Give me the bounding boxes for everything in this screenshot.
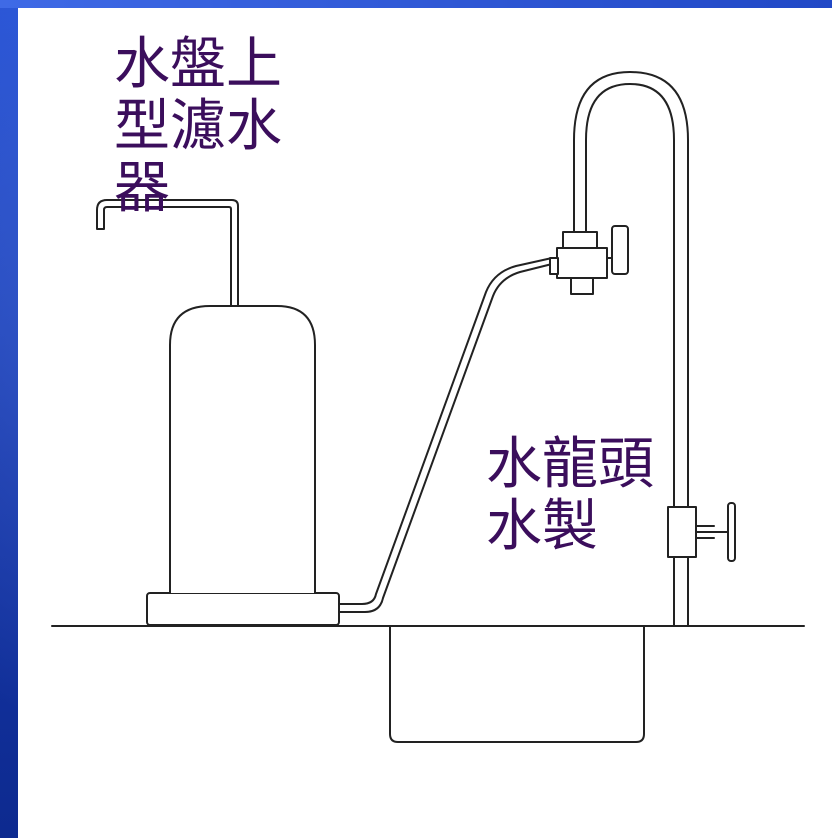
filter-base [146, 592, 340, 626]
faucet-filter-label-line: 水製 [486, 494, 598, 559]
faucet-adapter-outlet [570, 277, 594, 295]
filter-spout-pipe [96, 199, 239, 307]
faucet-adapter-lever [611, 225, 629, 275]
faucet-gooseneck-inner [585, 83, 675, 627]
countertop-filter-label-line: 器 [114, 156, 170, 221]
filter-canister [169, 305, 316, 594]
faucet-valve-body [667, 506, 697, 558]
faucet-valve-handle [727, 502, 736, 562]
faucet-adapter-body [556, 247, 608, 279]
countertop-filter-label-line: 型濾水 [114, 94, 282, 159]
countertop-filter-label-line: 水盤上 [114, 32, 282, 97]
faucet-filter-label: 水龍頭 水製 [486, 434, 654, 558]
connecting-hose-outer [338, 263, 553, 613]
slide-top-strip [0, 0, 832, 8]
sink-basin [389, 625, 645, 743]
faucet-gooseneck-outer [573, 71, 689, 627]
faucet-filter-label-line: 水龍頭 [486, 432, 654, 497]
connecting-hose-inner [338, 257, 553, 605]
faucet-adapter-collar [562, 231, 598, 249]
hose-connector [549, 257, 559, 275]
content-panel [18, 8, 832, 838]
countertop-filter-label: 水盤上 型濾水 器 [114, 34, 282, 220]
